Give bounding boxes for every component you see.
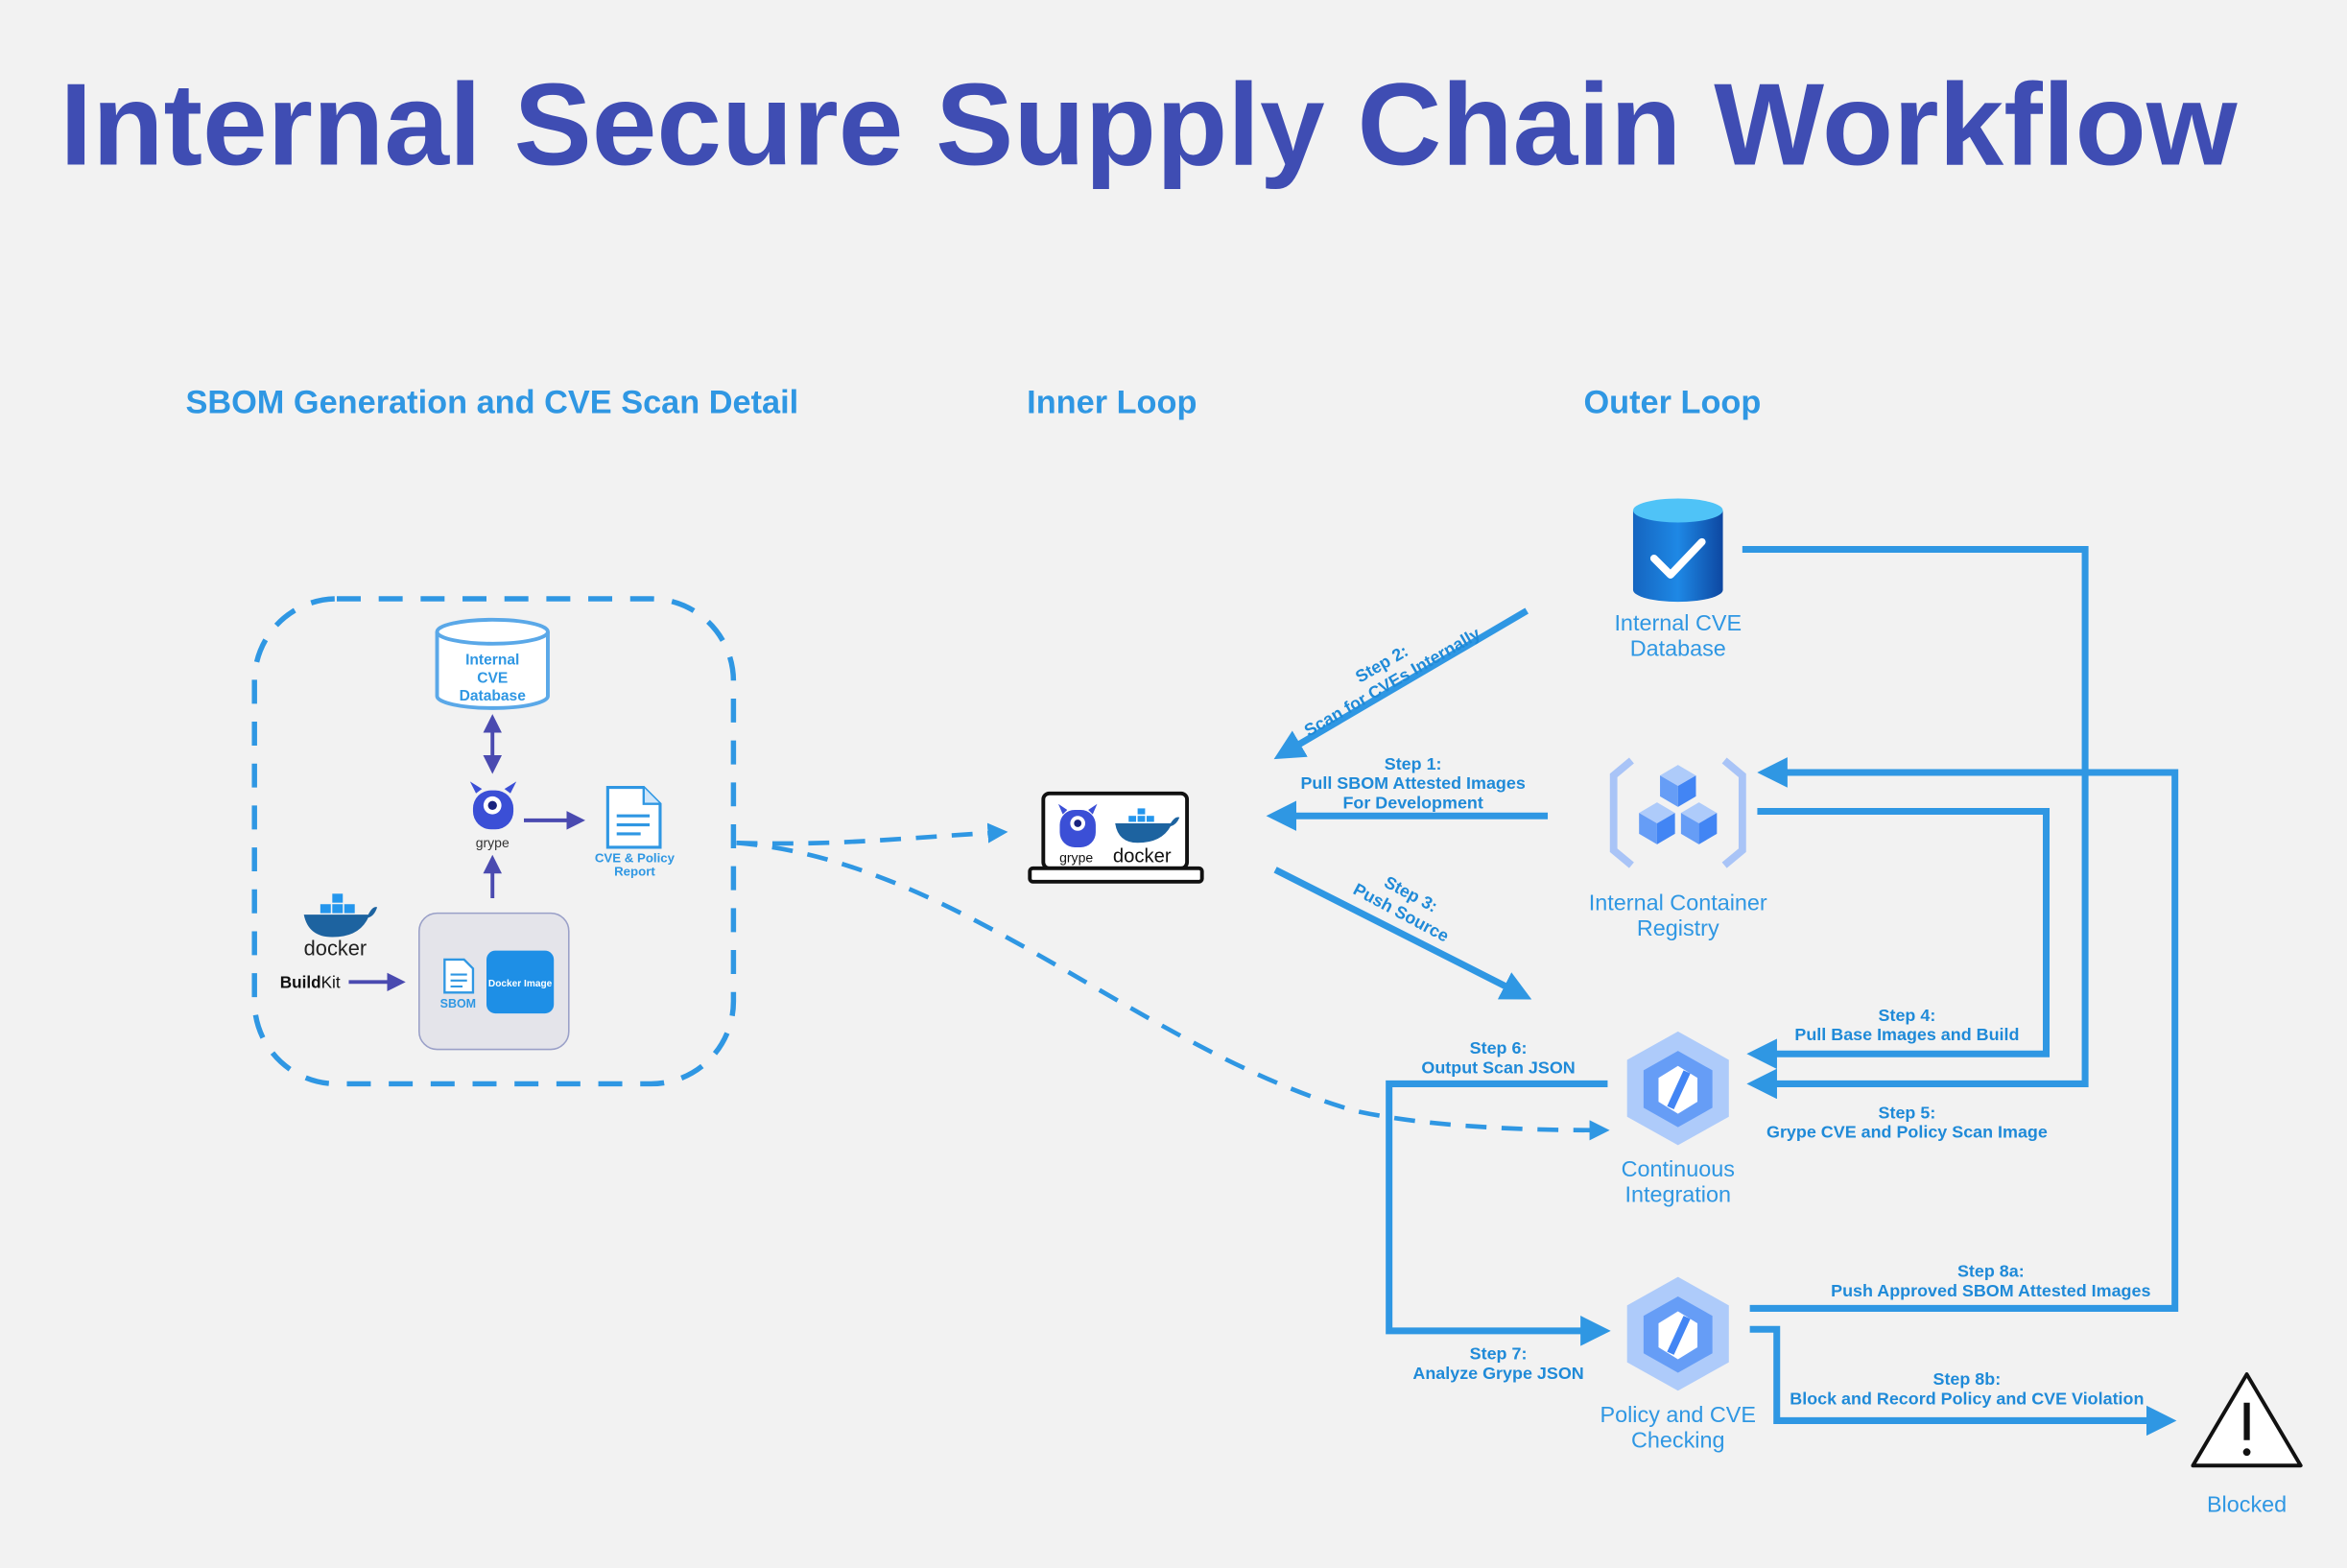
sbom-detail-container — [251, 596, 737, 1087]
sbom-document-icon — [443, 958, 475, 994]
step6-title: Step 6: — [1470, 1038, 1528, 1057]
docker-whale-icon — [303, 893, 378, 938]
step5-text: Grype CVE and Policy Scan Image — [1766, 1123, 2048, 1142]
buildkit-bold: Build — [280, 973, 321, 992]
step5-title: Step 5: — [1879, 1103, 1936, 1122]
detail-cve-database: Internal CVE Database — [435, 617, 550, 710]
step4-arrow — [1746, 808, 2051, 1070]
step2-label: Step 2: Scan for CVEs Internally — [1301, 624, 1483, 740]
step1-title: Step 1: — [1385, 754, 1442, 773]
developer-laptop-icon — [1028, 791, 1204, 884]
step1-text-2: For Development — [1342, 793, 1482, 812]
blocked-label: Blocked — [2207, 1492, 2287, 1517]
policy-label-2: Checking — [1631, 1428, 1725, 1453]
step7-text: Analyze Grype JSON — [1412, 1364, 1583, 1383]
step6-7-arrow — [1386, 1080, 1611, 1346]
cve-database-label-2: Database — [1630, 635, 1726, 660]
step2-text: Scan for CVEs Internally — [1301, 624, 1483, 740]
step7-title: Step 7: — [1470, 1343, 1528, 1363]
docker-image-label: Docker Image — [488, 979, 553, 989]
grype-label: grype — [476, 835, 510, 850]
step8b-text: Block and Record Policy and CVE Violatio… — [1790, 1389, 2144, 1408]
report-label-2: Report — [614, 865, 655, 879]
section-inner-loop-heading: Inner Loop — [1027, 385, 1197, 421]
step8a-arrow — [1749, 757, 2179, 1312]
step8b-title: Step 8b: — [1932, 1369, 2001, 1389]
buildkit-label: BuildKit — [280, 973, 341, 992]
ci-label-1: Continuous — [1622, 1156, 1735, 1181]
registry-label-1: Internal Container — [1589, 890, 1767, 915]
detail-db-label-3: Database — [460, 688, 527, 704]
step1-text-1: Pull SBOM Attested Images — [1300, 773, 1525, 793]
report-document-icon — [605, 785, 662, 849]
cve-database-icon — [1632, 498, 1723, 603]
sbom-label: SBOM — [440, 997, 476, 1010]
step8b-arrow — [1749, 1325, 2177, 1437]
report-label-1: CVE & Policy — [595, 851, 676, 866]
step2-arrow — [1273, 607, 1529, 760]
cve-database-label-1: Internal CVE — [1614, 610, 1742, 635]
docker-wordmark: docker — [304, 936, 367, 960]
step8a-text: Push Approved SBOM Attested Images — [1831, 1281, 2150, 1300]
laptop-docker-label: docker — [1113, 846, 1172, 867]
step4-title: Step 4: — [1879, 1006, 1936, 1025]
detail-to-laptop-connector — [736, 822, 1008, 846]
buildkit-rest: Kit — [321, 973, 341, 992]
policy-label-1: Policy and CVE — [1600, 1402, 1757, 1427]
grype-mascot-icon — [469, 781, 517, 830]
policy-checking-icon — [1626, 1276, 1729, 1391]
continuous-integration-icon — [1626, 1031, 1729, 1146]
step3-arrow — [1273, 867, 1532, 1000]
step8a-title: Step 8a: — [1957, 1262, 2025, 1281]
docker-image-tile — [486, 950, 555, 1014]
step5-arrow — [1742, 546, 2089, 1100]
registry-label-2: Registry — [1637, 915, 1719, 940]
section-sbom-heading: SBOM Generation and CVE Scan Detail — [185, 385, 798, 421]
step4-text: Pull Base Images and Build — [1794, 1025, 2019, 1044]
container-registry-icon — [1609, 757, 1746, 868]
section-outer-loop-heading: Outer Loop — [1583, 385, 1761, 421]
detail-db-label-2: CVE — [477, 670, 508, 686]
page-title: Internal Secure Supply Chain Workflow — [59, 59, 2237, 190]
detail-db-label-1: Internal — [465, 653, 519, 669]
ci-label-2: Integration — [1624, 1182, 1731, 1207]
step6-text: Output Scan JSON — [1421, 1058, 1575, 1078]
blocked-warning-icon — [2191, 1372, 2303, 1468]
laptop-grype-label: grype — [1059, 850, 1093, 866]
